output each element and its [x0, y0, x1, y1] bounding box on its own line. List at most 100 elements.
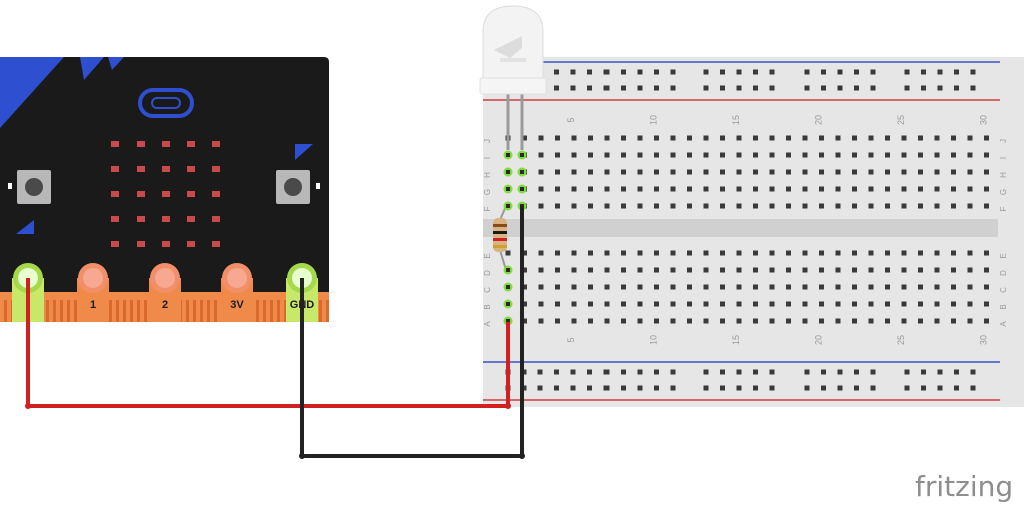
breadboard-hole	[819, 267, 824, 273]
breadboard-hole	[786, 135, 791, 141]
breadboard-hole	[951, 301, 956, 307]
rail-hole	[720, 85, 725, 91]
rail-hole	[854, 69, 859, 75]
breadboard-hole	[885, 169, 890, 175]
breadboard-hole	[918, 186, 923, 192]
column-number: 25	[896, 115, 906, 125]
breadboard-hole	[654, 135, 659, 141]
breadboard-hole	[835, 284, 841, 290]
breadboard-hole	[984, 135, 989, 141]
rail-hole	[753, 369, 758, 375]
microbit-corner-accent	[0, 57, 64, 128]
led-anvil	[494, 36, 522, 58]
matrix-led	[212, 166, 220, 172]
breadboard-hole	[538, 250, 544, 256]
rail-hole	[587, 369, 592, 375]
matrix-led	[111, 241, 119, 247]
button-b-marker	[316, 183, 320, 189]
breadboard-hole	[604, 318, 610, 324]
row-letter: E	[999, 253, 1008, 258]
breadboard-hole	[769, 250, 775, 256]
breadboard-hole	[967, 301, 973, 307]
connector-tooth	[67, 300, 70, 322]
breadboard-hole	[703, 203, 709, 209]
connector-tooth	[116, 300, 119, 322]
rail-hole	[753, 385, 758, 391]
breadboard-hole	[885, 135, 890, 141]
breadboard-hole	[967, 152, 973, 158]
breadboard-hole	[604, 250, 610, 256]
breadboard-hole	[769, 203, 775, 209]
breadboard-hole	[637, 318, 643, 324]
red-wire[interactable]	[26, 278, 510, 408]
breadboard-hole	[868, 284, 874, 290]
breadboard-hole	[637, 203, 643, 209]
black-wire[interactable]	[300, 206, 524, 458]
breadboard-hole	[951, 169, 956, 175]
breadboard-hole	[621, 152, 626, 158]
breadboard-hole	[637, 301, 643, 307]
breadboard-hole	[786, 267, 791, 273]
breadboard-hole	[951, 250, 956, 256]
breadboard-hole	[984, 301, 989, 307]
breadboard-hole	[637, 284, 643, 290]
rail-hole	[554, 369, 559, 375]
column-number: 30	[979, 115, 989, 125]
row-letter: H	[483, 172, 492, 178]
breadboard-hole	[901, 284, 907, 290]
rail-hole	[570, 385, 576, 391]
rail-hole	[921, 385, 926, 391]
rail-hole	[670, 85, 676, 91]
breadboard-hole	[621, 250, 626, 256]
row-letter: F	[483, 206, 492, 211]
connector-tooth	[130, 300, 133, 322]
breadboard-hole	[753, 284, 758, 290]
rail-hole	[954, 385, 959, 391]
breadboard-hole	[852, 135, 857, 141]
breadboard-hole	[835, 186, 841, 192]
breadboard-hole	[571, 284, 577, 290]
row-letter: C	[483, 287, 492, 293]
rail-hole	[736, 385, 742, 391]
rail-hole	[621, 69, 626, 75]
breadboard-hole	[934, 318, 940, 324]
breadboard-hole	[604, 284, 610, 290]
row-letter: F	[999, 206, 1008, 211]
breadboard-hole	[621, 318, 626, 324]
rail-hole	[837, 69, 843, 75]
rail-hole	[837, 385, 843, 391]
rail-hole	[970, 385, 976, 391]
breadboard-hole	[621, 186, 626, 192]
breadboard-hole	[918, 203, 923, 209]
breadboard-hole	[802, 301, 808, 307]
rail-hole	[870, 69, 876, 75]
button-a-cap[interactable]	[25, 178, 43, 196]
row-letter: D	[999, 270, 1008, 276]
breadboard-hole	[967, 318, 973, 324]
breadboard-hole	[522, 318, 527, 324]
breadboard-hole	[703, 186, 709, 192]
breadboard-hole	[571, 152, 577, 158]
breadboard-hole	[555, 152, 560, 158]
breadboard-hole	[868, 301, 874, 307]
matrix-led	[162, 241, 170, 247]
breadboard-hole	[670, 135, 676, 141]
breadboard-hole	[538, 203, 544, 209]
breadboard-hole	[736, 284, 742, 290]
connector-tooth	[4, 300, 7, 322]
connector-tooth	[284, 300, 287, 322]
breadboard-hole	[984, 152, 989, 158]
matrix-led	[212, 216, 220, 222]
breadboard-hole	[604, 267, 610, 273]
column-number: 10	[649, 335, 659, 345]
breadboard-hole	[753, 152, 758, 158]
matrix-led	[111, 166, 119, 172]
rail-hole	[821, 369, 826, 375]
rail-hole	[954, 85, 959, 91]
breadboard-hole	[885, 186, 890, 192]
breadboard-hole	[703, 152, 709, 158]
button-b-cap[interactable]	[284, 178, 302, 196]
rail-hole	[604, 385, 610, 391]
rail-hole	[621, 385, 626, 391]
rail-hole	[637, 385, 643, 391]
